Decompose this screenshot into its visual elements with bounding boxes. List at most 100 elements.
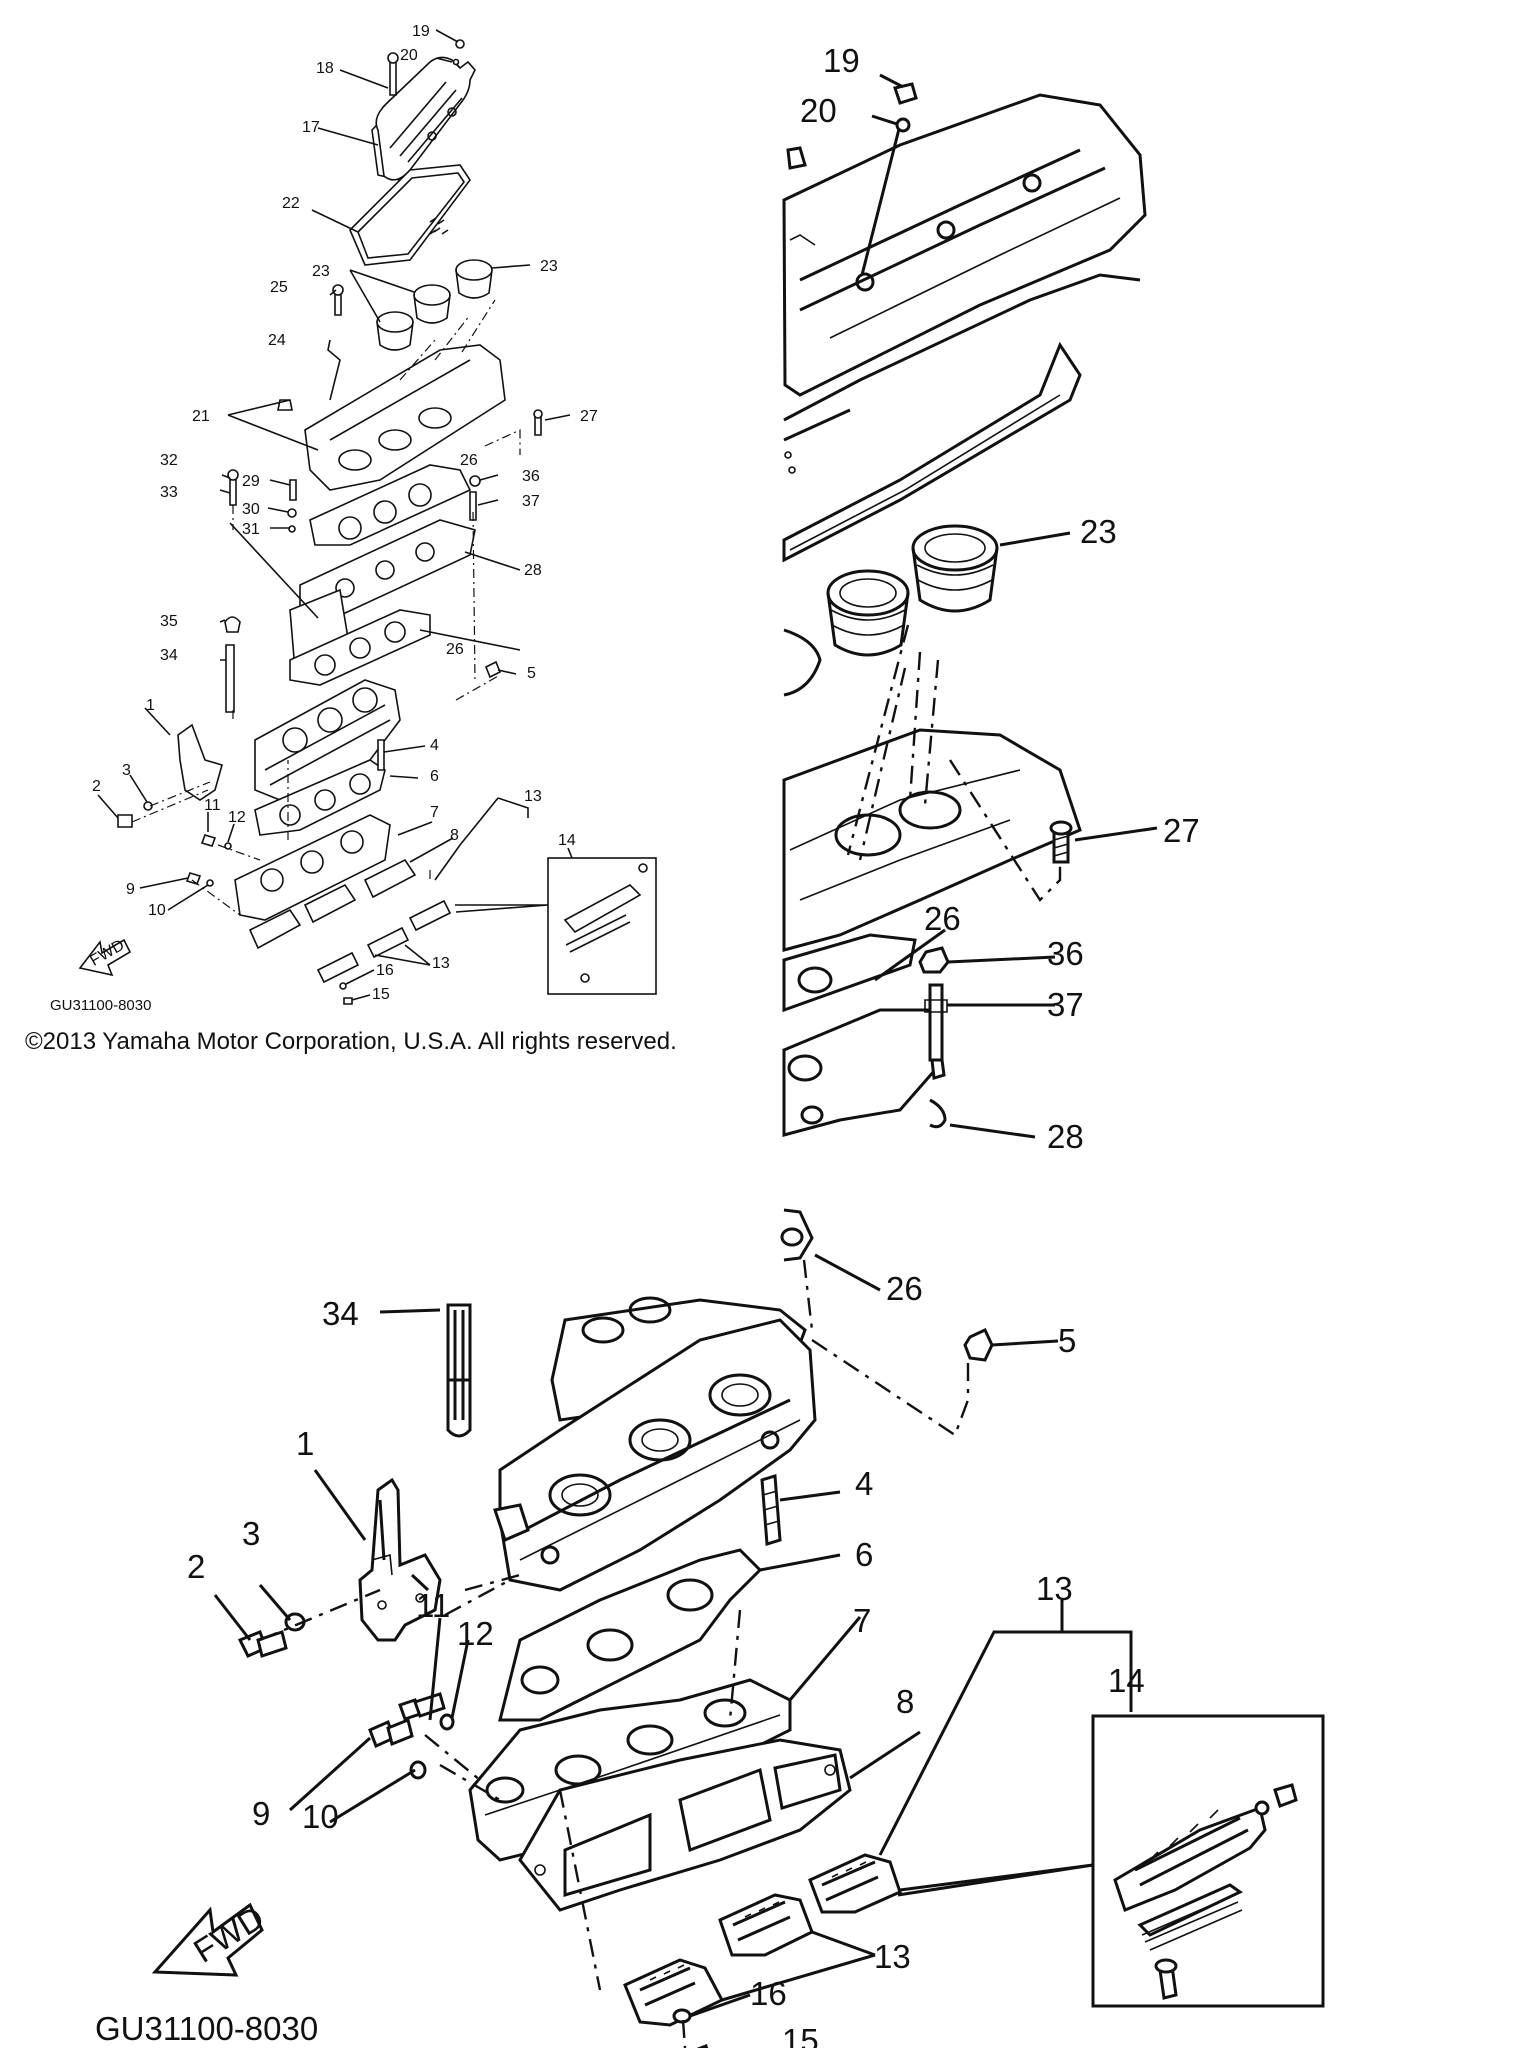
nut-36-detail <box>918 946 950 974</box>
callout-14-small: 14 <box>558 832 576 849</box>
callout-30-small: 30 <box>242 501 260 518</box>
callout-16-large: 16 <box>750 1975 787 2012</box>
callout-15-large: 15 <box>782 2022 819 2048</box>
callouts-upper-right: 19 20 23 27 26 36 37 28 <box>800 42 1200 1155</box>
callout-1-small: 1 <box>146 697 155 714</box>
callout-27-large: 27 <box>1163 812 1200 849</box>
hardware-upper-right <box>786 82 918 170</box>
leader-lines-upper-right <box>860 73 1158 1139</box>
stud-37-detail <box>924 983 948 1080</box>
callout-36-large: 36 <box>1047 935 1084 972</box>
callout-8-small: 8 <box>450 827 459 844</box>
callout-26a-small: 26 <box>460 452 478 469</box>
callout-10-small: 10 <box>148 902 166 919</box>
callout-23-large: 23 <box>1080 513 1117 550</box>
cylinder-head-detail <box>782 728 1082 952</box>
figure-code-large: GU31100-8030 <box>95 2010 318 2047</box>
dowel-4-detail <box>760 1474 782 1546</box>
callout-28-small: 28 <box>524 562 542 579</box>
callout-24-small: 24 <box>268 332 286 349</box>
callout-5-large: 5 <box>1058 1322 1076 1359</box>
callout-19-small: 19 <box>412 23 430 40</box>
intake-sleeves-overview <box>376 259 493 351</box>
callout-4-large: 4 <box>855 1465 873 1502</box>
callout-16-small: 16 <box>376 962 394 979</box>
head-gasket-upper-overview <box>309 464 472 546</box>
carburetor-assembly-overview <box>254 679 401 801</box>
cylinder-head-overview <box>304 344 506 491</box>
callout-3-small: 3 <box>122 762 131 779</box>
callout-7-large: 7 <box>853 1602 871 1639</box>
callout-13b-small: 13 <box>432 955 450 972</box>
reed-kit-parts-detail <box>1113 1783 1298 2000</box>
callout-33-small: 33 <box>160 484 178 501</box>
callout-7-small: 7 <box>430 804 439 821</box>
callout-8-large: 8 <box>896 1683 914 1720</box>
callout-6-large: 6 <box>855 1536 873 1573</box>
callout-15-small: 15 <box>372 986 390 1003</box>
callout-37-small: 37 <box>522 493 540 510</box>
bracket-overview <box>177 723 223 801</box>
spacer-plate-detail <box>782 1008 947 1137</box>
hardware-overview <box>117 39 543 1005</box>
callout-13a-large: 13 <box>1036 1570 1073 1607</box>
cylinder-head-cover-overview <box>371 56 476 181</box>
callout-2-large: 2 <box>187 1548 205 1585</box>
callout-11-large: 11 <box>416 1587 450 1624</box>
assembly-lines-lower <box>259 1259 970 2048</box>
leader-lines-overview <box>97 29 573 1001</box>
callout-25-small: 25 <box>270 279 288 296</box>
pipe-34-detail <box>446 1303 472 1438</box>
carburetor-assembly-detail <box>493 1318 817 1592</box>
callout-28-large: 28 <box>1047 1118 1084 1155</box>
callout-1-large: 1 <box>296 1425 314 1462</box>
callout-19-large: 19 <box>823 42 860 79</box>
callout-9-large: 9 <box>252 1795 270 1832</box>
callout-14-large: 14 <box>1108 1662 1145 1699</box>
fwd-arrow-detail: FWD <box>151 1899 270 1977</box>
callout-23b-small: 23 <box>540 258 558 275</box>
reed-valves-overview <box>248 858 452 984</box>
reed-valve-kit-inset-detail <box>1091 1714 1325 2008</box>
head-cover-detail <box>782 93 1147 442</box>
callout-20-small: 20 <box>400 47 418 64</box>
reed-valves-detail <box>623 1853 902 2027</box>
callout-5-small: 5 <box>527 665 536 682</box>
callout-17-small: 17 <box>302 119 320 136</box>
callout-26b-large: 26 <box>886 1270 923 1307</box>
callout-29-small: 29 <box>242 473 260 490</box>
callout-4-small: 4 <box>430 737 439 754</box>
callout-13a-small: 13 <box>524 788 542 805</box>
head-cover-gasket-detail <box>782 341 1082 563</box>
intake-sleeves-detail <box>783 524 999 697</box>
gasket-26-fragment <box>780 1208 814 1262</box>
callout-31-small: 31 <box>242 521 260 538</box>
callout-36-small: 36 <box>522 468 540 485</box>
callout-34-small: 34 <box>160 647 178 664</box>
callout-35-small: 35 <box>160 613 178 630</box>
assembly-lines-upper-right <box>846 624 1062 902</box>
figure-code-small: GU31100-8030 <box>50 997 151 1014</box>
copyright-notice: ©2013 Yamaha Motor Corporation, U.S.A. A… <box>25 1028 677 1055</box>
leader-lines-lower <box>213 1253 1133 2018</box>
callout-12-small: 12 <box>228 809 246 826</box>
callouts-lower: 34 26 5 1 4 3 6 2 13 11 7 12 14 8 9 10 1… <box>95 1270 1145 2048</box>
reed-plate-detail <box>518 1738 852 1912</box>
callout-26b-small: 26 <box>446 641 464 658</box>
callout-22-small: 22 <box>282 195 300 212</box>
callout-21-small: 21 <box>192 408 210 425</box>
reed-kit-parts-overview <box>563 863 648 983</box>
callout-12-large: 12 <box>457 1615 494 1652</box>
callout-23a-small: 23 <box>312 263 330 280</box>
callout-13b-large: 13 <box>874 1938 911 1975</box>
fwd-arrow-overview <box>78 938 132 977</box>
head-gasket-lower-overview <box>289 609 431 686</box>
callout-9-small: 9 <box>126 881 135 898</box>
assembly-lines-overview <box>131 299 521 916</box>
callout-34-large: 34 <box>322 1295 359 1332</box>
callout-6-small: 6 <box>430 768 439 785</box>
